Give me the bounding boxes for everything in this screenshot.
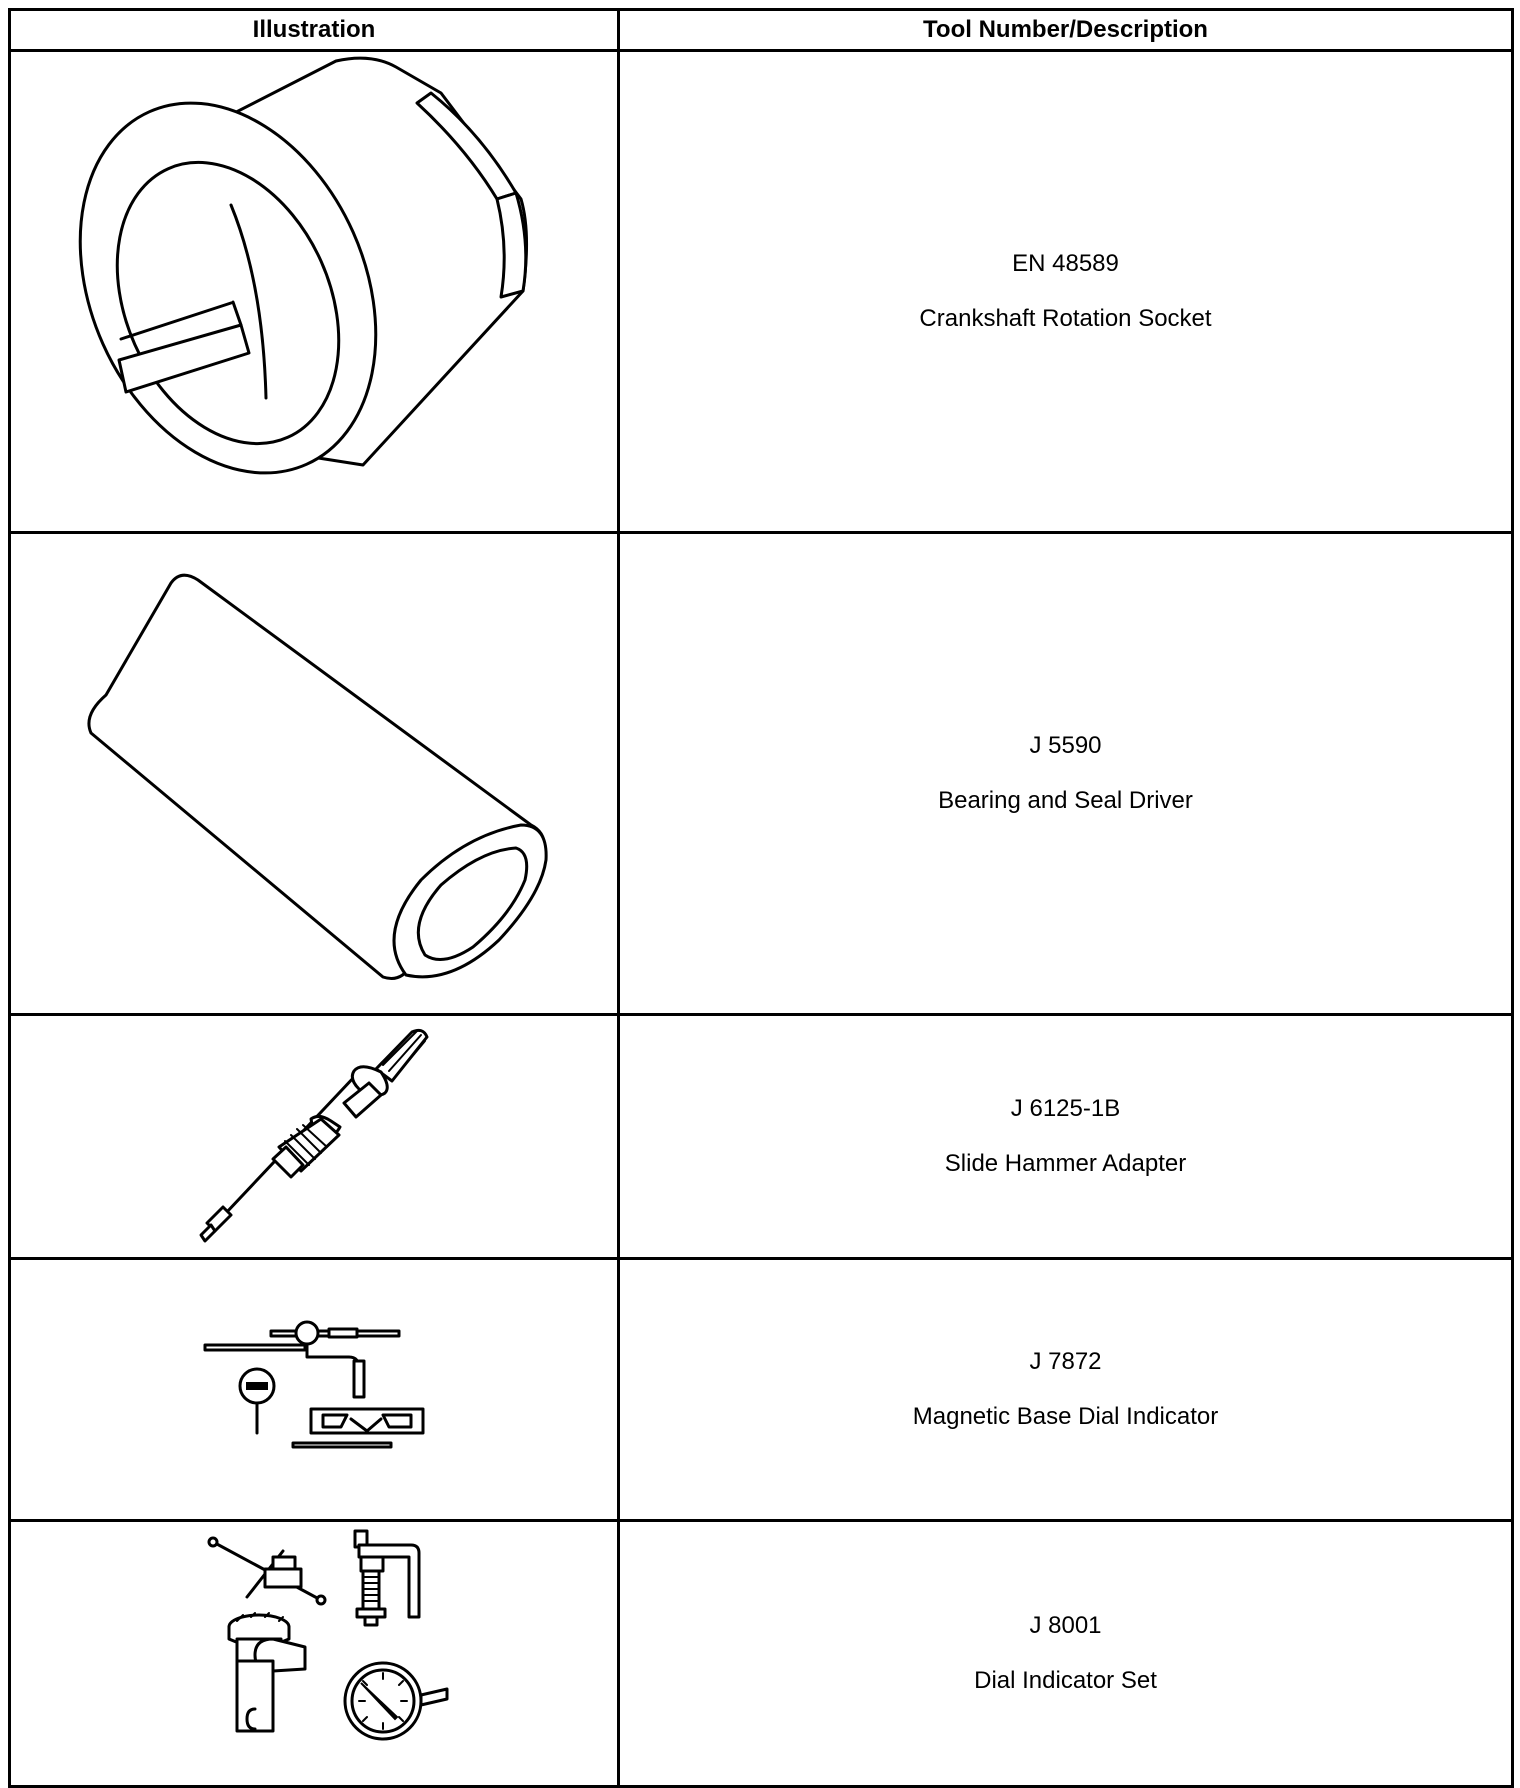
table-row: J 6125-1B Slide Hammer Adapter xyxy=(8,1013,1514,1260)
tool-number: J 7872 xyxy=(1029,1348,1102,1375)
description-cell: J 5590 Bearing and Seal Driver xyxy=(617,531,1514,1016)
tools-table: Illustration Tool Number/Description E xyxy=(8,8,1514,1788)
description-cell: J 7872 Magnetic Base Dial Indicator xyxy=(617,1257,1514,1522)
tool-number: EN 48589 xyxy=(1012,250,1119,277)
description-cell: EN 48589 Crankshaft Rotation Socket xyxy=(617,49,1514,534)
bearing-seal-driver-icon xyxy=(87,573,548,980)
table-row: J 7872 Magnetic Base Dial Indicator xyxy=(8,1257,1514,1522)
table-row: J 8001 Dial Indicator Set xyxy=(8,1519,1514,1788)
description-cell: J 8001 Dial Indicator Set xyxy=(617,1519,1514,1788)
table-row: J 5590 Bearing and Seal Driver xyxy=(8,531,1514,1016)
tool-description: Bearing and Seal Driver xyxy=(938,787,1193,814)
illustration-cell xyxy=(8,1013,620,1260)
illustration-cell xyxy=(8,1519,620,1788)
tool-description: Crankshaft Rotation Socket xyxy=(919,305,1212,332)
tool-description: Dial Indicator Set xyxy=(974,1667,1157,1694)
header-tool-number-description: Tool Number/Description xyxy=(617,8,1514,52)
header-illustration: Illustration xyxy=(8,8,620,52)
tool-number: J 6125-1B xyxy=(1010,1095,1121,1122)
table-row: EN 48589 Crankshaft Rotation Socket xyxy=(8,49,1514,534)
tool-number: J 8001 xyxy=(1029,1612,1102,1639)
crankshaft-rotation-socket-icon xyxy=(78,56,529,474)
slide-hammer-adapter-icon xyxy=(199,1028,429,1242)
illustration-cell xyxy=(8,49,620,534)
tool-number: J 5590 xyxy=(1029,732,1102,759)
illustration-cell xyxy=(8,1257,620,1522)
description-cell: J 6125-1B Slide Hammer Adapter xyxy=(617,1013,1514,1260)
tool-description: Slide Hammer Adapter xyxy=(944,1150,1187,1177)
tool-description: Magnetic Base Dial Indicator xyxy=(912,1403,1219,1430)
illustration-cell xyxy=(8,531,620,1016)
dial-indicator-set-icon xyxy=(207,1529,449,1740)
magnetic-base-dial-indicator-icon xyxy=(203,1320,425,1448)
header-row: Illustration Tool Number/Description xyxy=(8,8,1514,52)
